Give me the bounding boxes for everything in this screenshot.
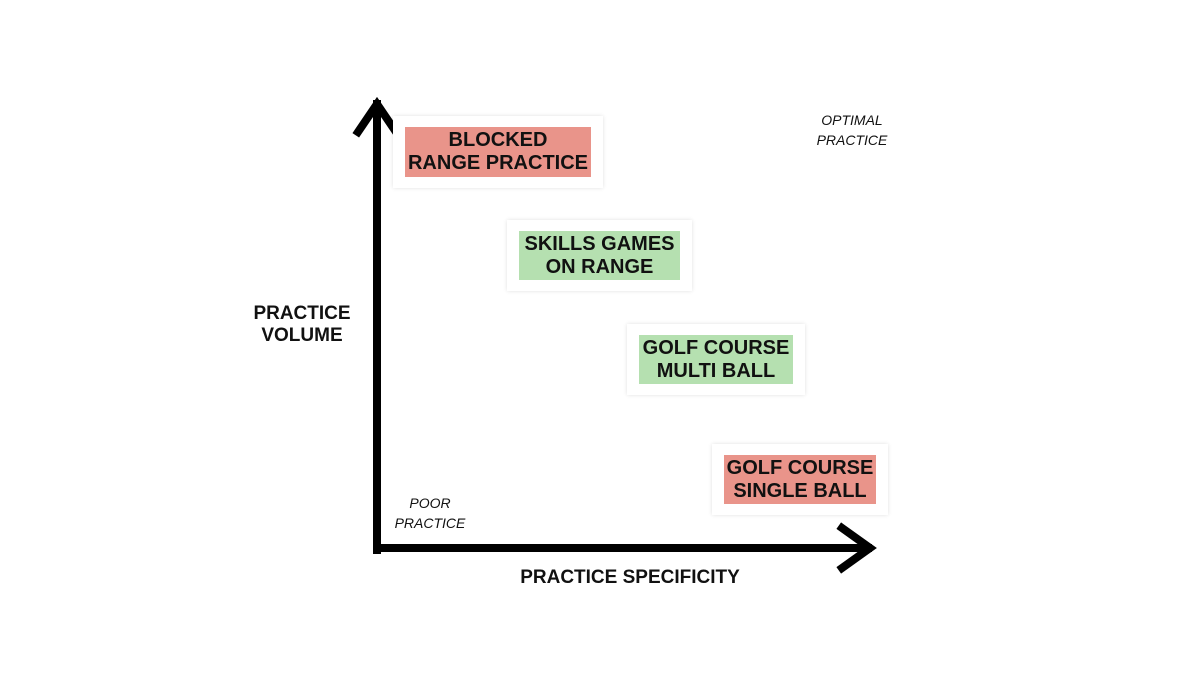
poor-line2: PRACTICE	[394, 515, 466, 531]
x-axis-arrowhead	[836, 522, 877, 574]
card-line1: SKILLS GAMES	[524, 232, 675, 255]
optimal-line2: PRACTICE	[816, 132, 888, 148]
optimal-line1: OPTIMAL	[821, 112, 883, 128]
card-line1: BLOCKED	[448, 129, 548, 151]
y-axis-arrowhead	[352, 96, 402, 138]
y-axis-label: PRACTICE VOLUME	[232, 303, 372, 347]
card-line2: RANGE PRACTICE	[407, 152, 588, 174]
y-axis-label-line2: VOLUME	[261, 325, 343, 346]
x-axis-label: PRACTICE SPECIFICITY	[520, 567, 740, 588]
poor-line1: POOR	[409, 495, 451, 511]
card-line2: MULTI BALL	[656, 359, 776, 382]
card-line2: ON RANGE	[545, 255, 654, 278]
poor-practice-label: POOR PRACTICE	[370, 493, 490, 533]
card-line2: SINGLE BALL	[733, 479, 867, 502]
optimal-practice-label: OPTIMAL PRACTICE	[792, 110, 912, 150]
card-line1: GOLF COURSE	[642, 336, 790, 359]
card-line1: GOLF COURSE	[726, 456, 874, 479]
y-axis-label-line1: PRACTICE	[253, 303, 351, 324]
